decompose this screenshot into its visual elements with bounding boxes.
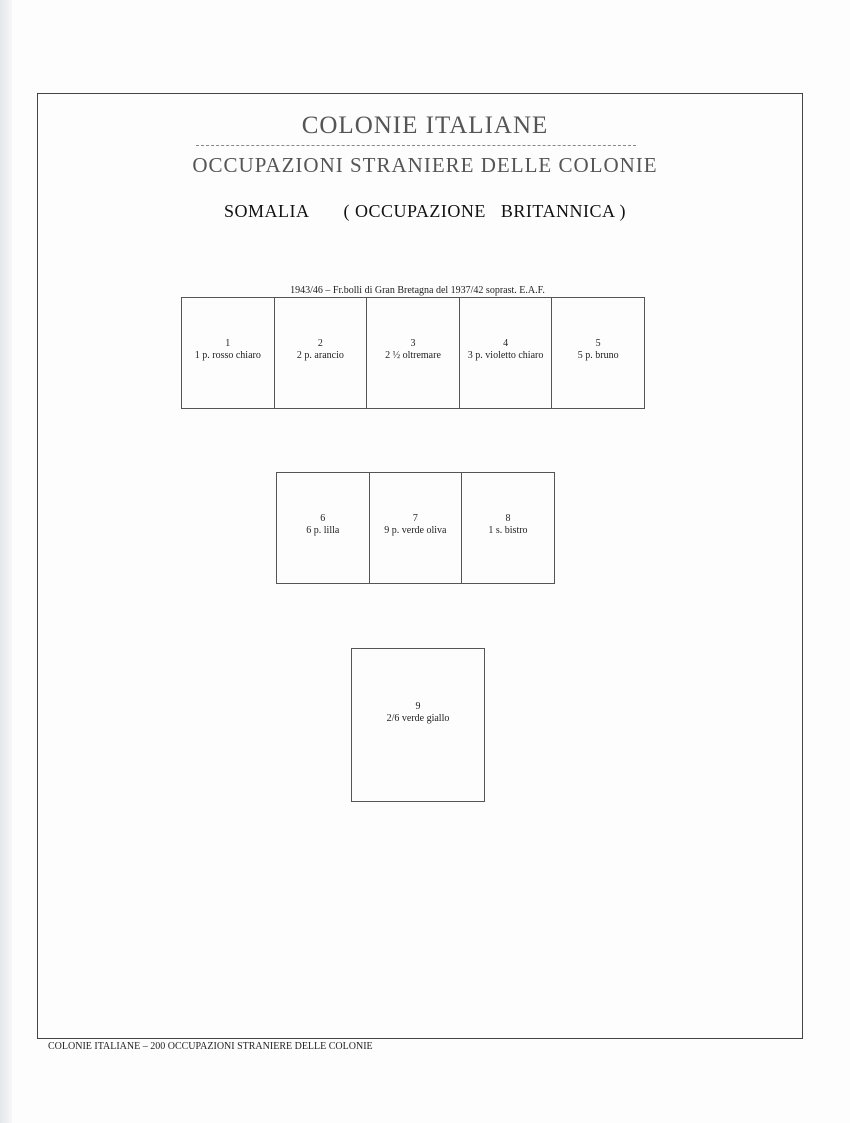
page-title: COLONIE ITALIANE bbox=[301, 112, 549, 139]
stamp-label: 2 p. arancio bbox=[296, 350, 344, 361]
stamp-label: 2/6 verde giallo bbox=[386, 713, 450, 724]
page-footer: COLONIE ITALIANE – 200 OCCUPAZIONI STRAN… bbox=[48, 1041, 373, 1052]
stamp-label: 1 s. bistro bbox=[488, 525, 528, 536]
occupation-label: ( OCCUPAZIONE BRITANNICA ) bbox=[343, 201, 626, 221]
stamp-number: 5 bbox=[595, 338, 601, 349]
page-frame bbox=[37, 93, 803, 1039]
stamp-label: 9 p. verde oliva bbox=[384, 525, 447, 536]
stamp-number: 4 bbox=[503, 338, 509, 349]
stamp-label: 6 p. lilla bbox=[306, 525, 340, 536]
dashed-divider bbox=[196, 145, 636, 146]
section-heading: SOMALIA ( OCCUPAZIONE BRITANNICA ) bbox=[0, 201, 850, 222]
stamp-label: 3 p. violetto chiaro bbox=[467, 350, 544, 361]
stamp-number: 8 bbox=[505, 513, 511, 524]
stamp-label: 5 p. bruno bbox=[577, 350, 619, 361]
stamp-number: 9 bbox=[415, 701, 421, 712]
country-name: SOMALIA bbox=[224, 201, 309, 221]
stamp-number: 2 bbox=[317, 338, 323, 349]
page-edge bbox=[0, 0, 12, 1123]
page-subtitle: OCCUPAZIONI STRANIERE DELLE COLONIE bbox=[192, 153, 658, 177]
stamp-number: 1 bbox=[225, 338, 231, 349]
stamp-number: 7 bbox=[412, 513, 418, 524]
stamp-number: 3 bbox=[410, 338, 416, 349]
stamp-label: 2 ½ oltremare bbox=[385, 350, 441, 361]
stamp-number: 6 bbox=[320, 513, 326, 524]
stamp-label: 1 p. rosso chiaro bbox=[194, 350, 261, 361]
issue-caption: 1943/46 – Fr.bolli di Gran Bretagna del … bbox=[290, 285, 545, 296]
